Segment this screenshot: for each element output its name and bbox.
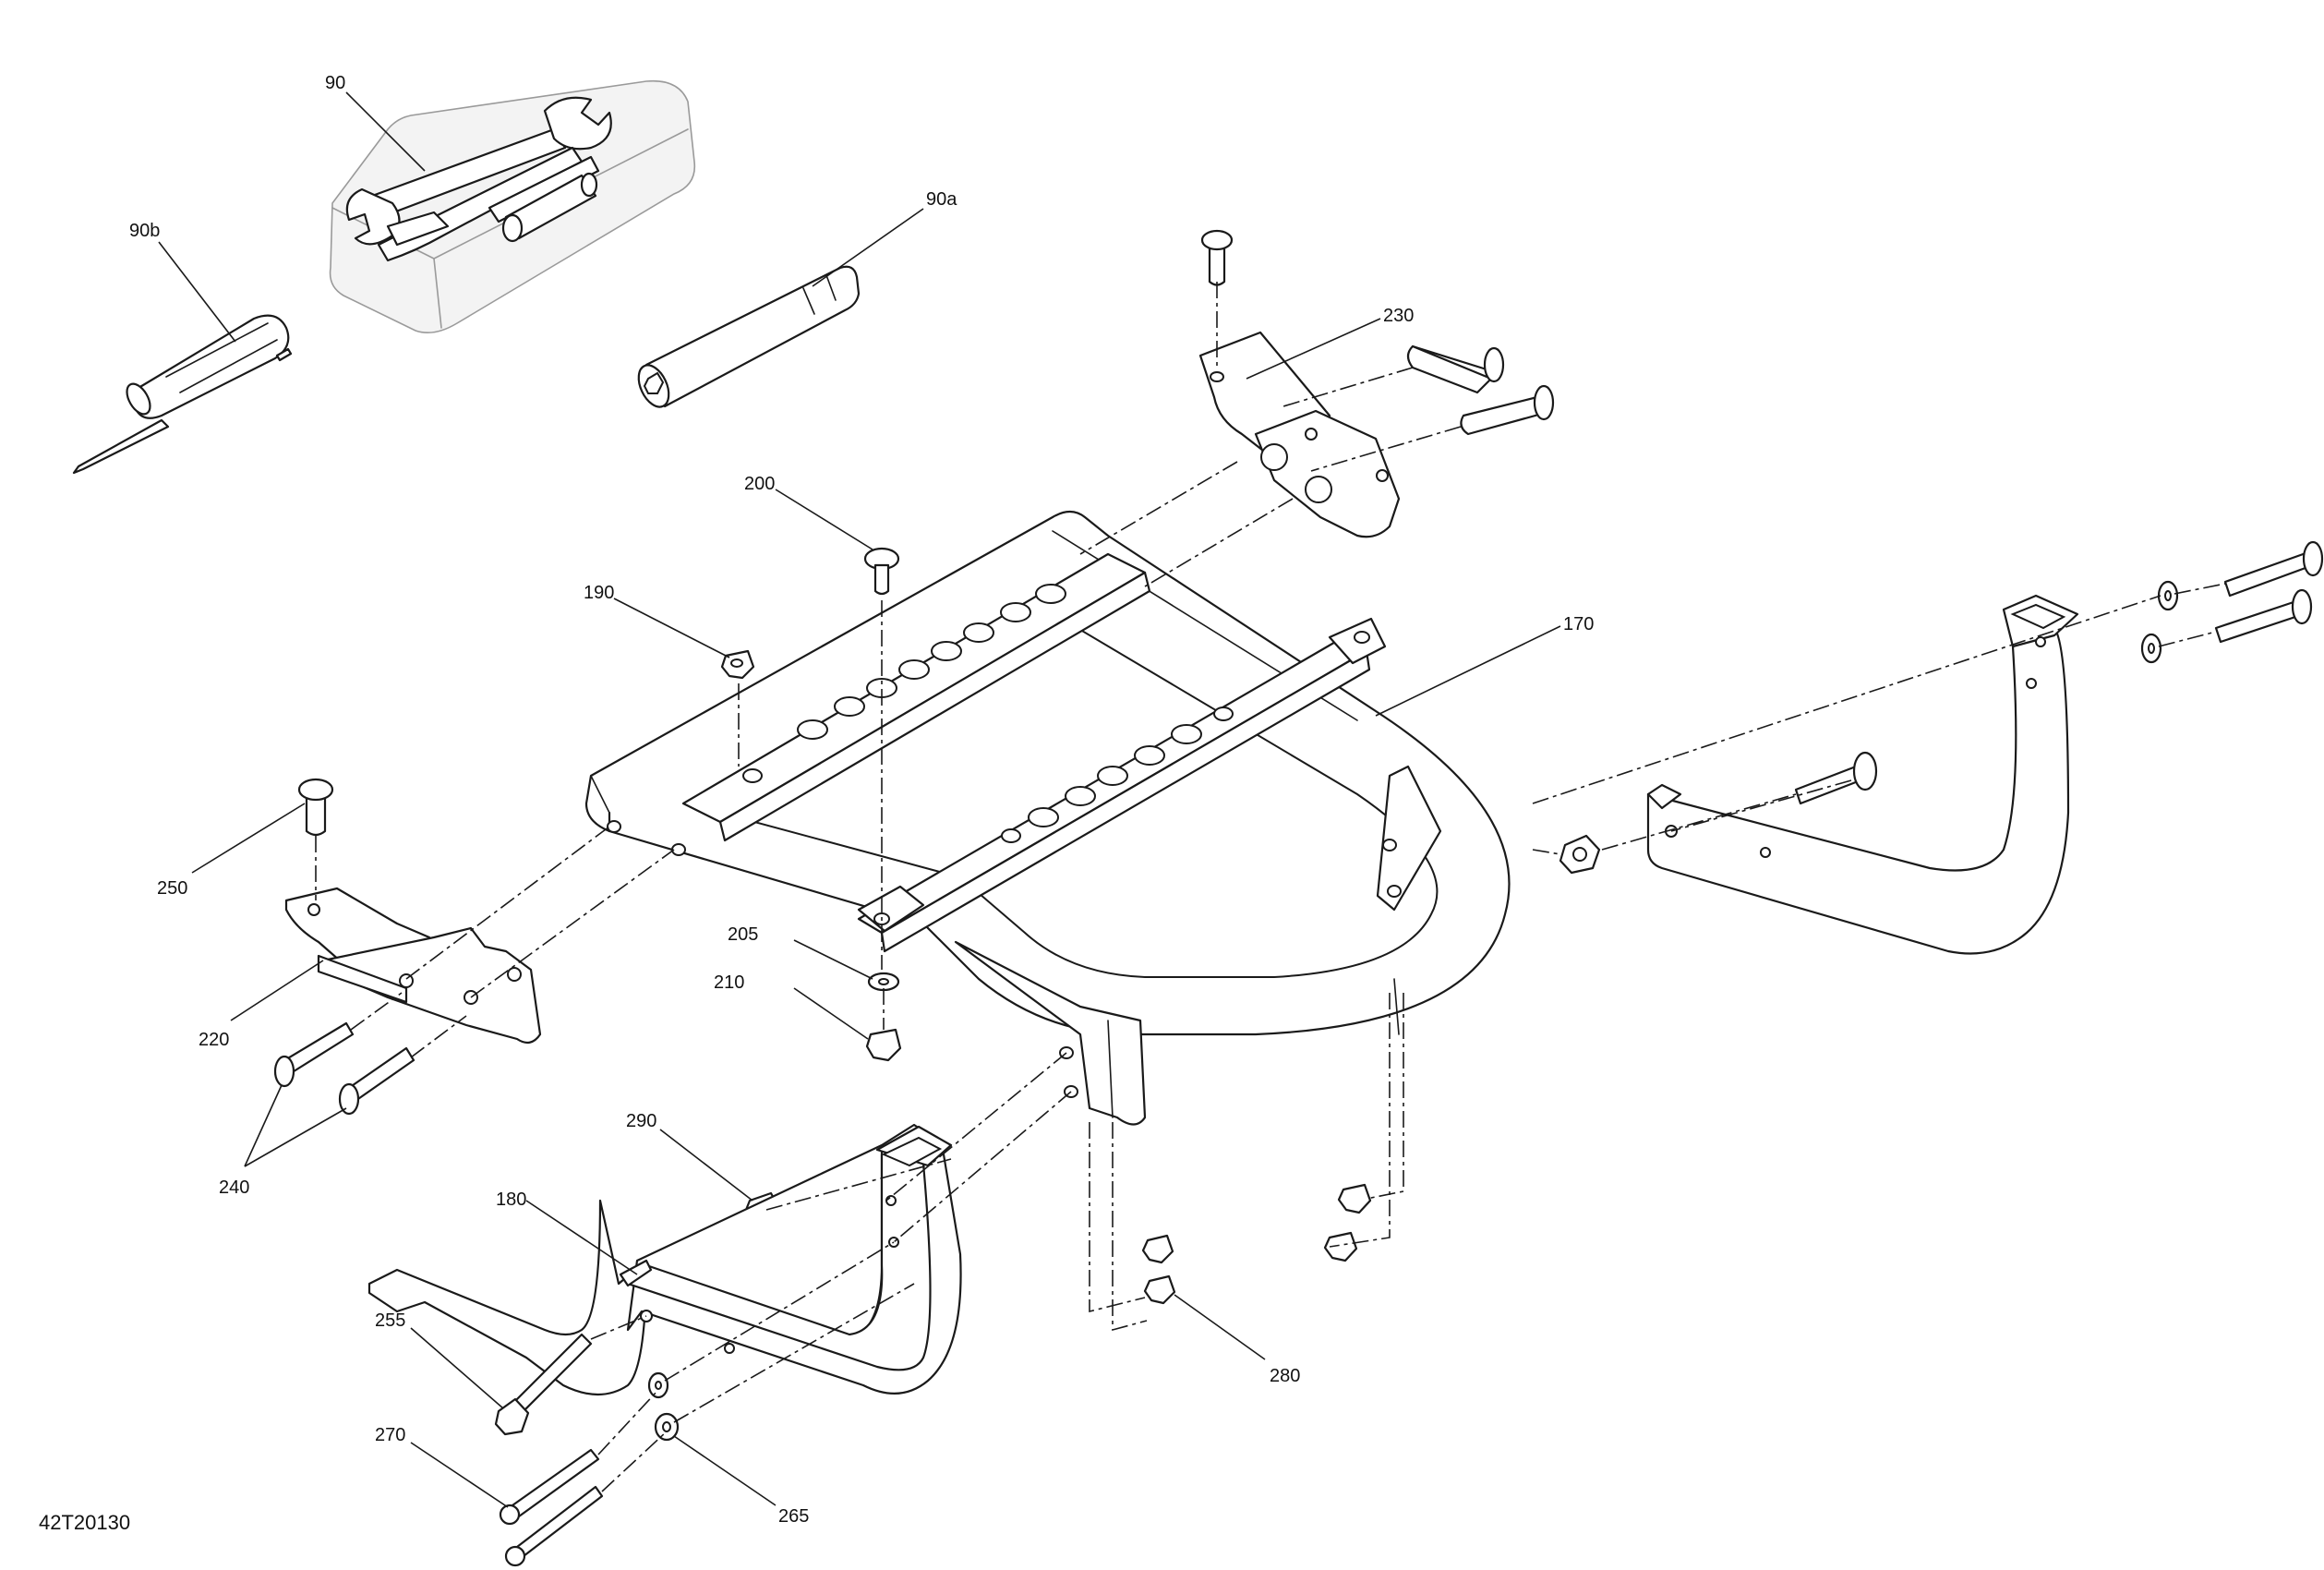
washer-right-b-icon	[2140, 633, 2162, 664]
nut-210-icon	[865, 1028, 902, 1062]
bolt-270-a-icon	[499, 1448, 600, 1526]
spark-plug-wrench-90a-icon	[637, 265, 861, 408]
label-280: 280	[1270, 1366, 1300, 1386]
label-90a: 90a	[926, 189, 957, 210]
label-270: 270	[375, 1425, 405, 1445]
label-220: 220	[199, 1030, 229, 1050]
part-labels: 90 90b 90a 230 200 190 170 250 205 210 2…	[39, 73, 1594, 1534]
label-200: 200	[744, 474, 775, 494]
wrench-tool-icon	[345, 96, 612, 246]
nut-190-icon	[720, 649, 755, 680]
screwdriver-90b-icon	[72, 314, 293, 475]
drawing-code: 42T20130	[39, 1511, 130, 1534]
label-240: 240	[219, 1178, 249, 1198]
bolt-250-icon	[297, 778, 334, 837]
assembly-dash-lines	[315, 282, 2226, 1492]
screw-200-icon	[863, 547, 900, 596]
hinge-bracket-220	[284, 887, 542, 1045]
bolt-right-short-icon	[1794, 751, 1878, 805]
nut-280-c-icon	[1337, 1183, 1372, 1214]
label-265: 265	[778, 1506, 809, 1527]
washer-265-a-icon	[647, 1371, 669, 1399]
nut-280-a-icon	[1141, 1234, 1174, 1264]
bolt-right-long-a-icon	[2223, 540, 2324, 598]
socket-tool-icon	[501, 172, 598, 243]
leader-lines	[158, 91, 1561, 1508]
hinge-bracket-230	[1198, 331, 1401, 538]
pin-240-b-icon	[338, 1046, 415, 1116]
bolt-270-b-icon	[504, 1485, 604, 1567]
pin-230-b-icon	[1460, 384, 1555, 436]
label-290: 290	[626, 1111, 656, 1131]
pin-240-a-icon	[273, 1021, 355, 1088]
label-90b: 90b	[129, 221, 160, 241]
label-190: 190	[584, 583, 614, 603]
label-90: 90	[325, 73, 345, 93]
label-210: 210	[714, 972, 744, 993]
label-255: 255	[375, 1310, 405, 1331]
label-230: 230	[1383, 306, 1414, 326]
label-205: 205	[728, 924, 758, 945]
pliers-tool-icon	[377, 146, 600, 262]
nut-280-b-icon	[1143, 1274, 1176, 1305]
washer-265-b-icon	[654, 1412, 680, 1442]
bolt-255-icon	[494, 1333, 593, 1436]
bolt-right-long-b-icon	[2214, 588, 2313, 644]
bolt-230-top-icon	[1200, 229, 1234, 286]
leg-tube-right	[1646, 594, 2079, 955]
nut-280-d-icon	[1323, 1231, 1358, 1262]
label-250: 250	[157, 878, 187, 899]
washer-right-a-icon	[2157, 580, 2179, 611]
washer-205-icon	[867, 972, 900, 992]
nut-right-icon	[1559, 834, 1601, 875]
rack-frame-170	[584, 510, 1511, 1126]
label-170: 170	[1563, 614, 1594, 634]
pin-230-a-icon	[1406, 344, 1505, 394]
label-180: 180	[496, 1190, 526, 1210]
